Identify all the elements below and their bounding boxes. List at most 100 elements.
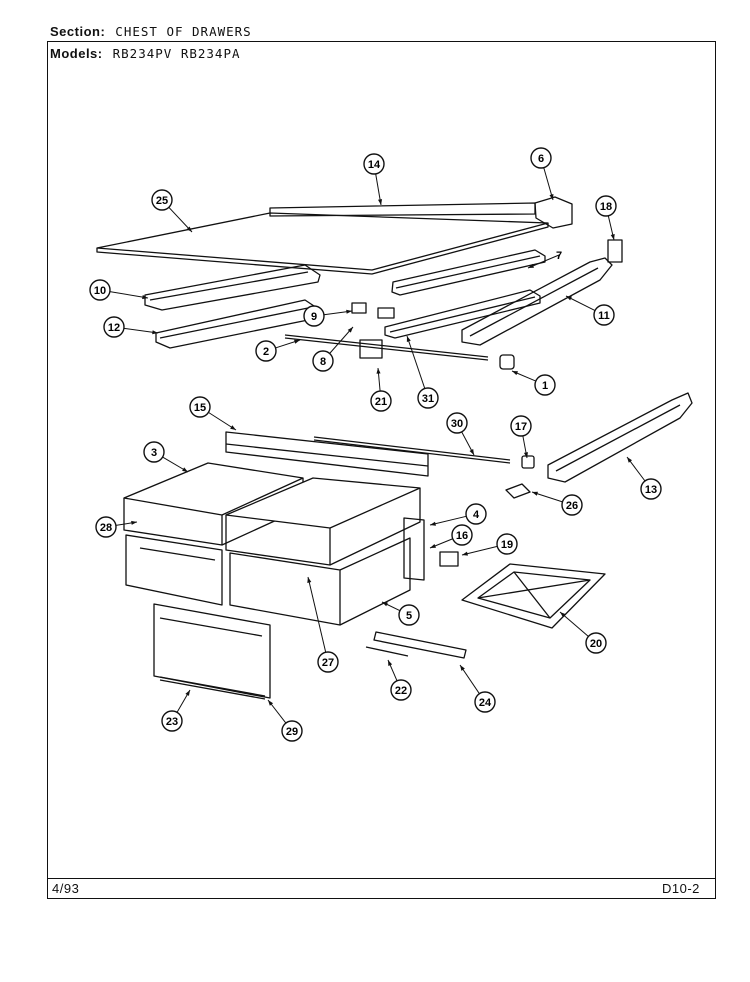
callout-16: 16 <box>429 524 473 549</box>
leader-arrowhead <box>532 491 538 496</box>
callout-23: 23 <box>161 689 191 732</box>
leader-arrowhead <box>307 577 312 583</box>
callout-number: 11 <box>598 310 610 322</box>
leader-arrowhead <box>294 339 300 344</box>
callout-number: 10 <box>94 285 106 297</box>
callout-number: 5 <box>406 610 412 622</box>
callout-1: 1 <box>511 370 556 396</box>
callout-circle <box>496 533 518 555</box>
part-corner-block <box>534 196 573 229</box>
leader-line <box>109 291 149 299</box>
callout-circle <box>510 415 532 437</box>
leader-arrowhead <box>462 551 468 556</box>
callout-5: 5 <box>381 601 420 626</box>
part-24 <box>373 631 467 659</box>
callout-circle <box>303 305 325 327</box>
callout-19: 19 <box>461 533 518 556</box>
part-block-9 <box>351 302 367 314</box>
callout-13: 13 <box>626 456 662 500</box>
part-block-21 <box>359 339 383 359</box>
callout-22: 22 <box>387 659 412 701</box>
leader-arrowhead <box>460 665 465 671</box>
section-label: Section: <box>50 24 106 39</box>
callout-6: 6 <box>530 147 554 201</box>
callout-circle <box>534 374 556 396</box>
leader-arrowhead <box>406 336 411 342</box>
callout-26: 26 <box>531 491 583 516</box>
callout-number: 29 <box>286 726 298 738</box>
part-top-cover <box>96 212 549 271</box>
callout-number: 15 <box>194 402 206 414</box>
leader-line <box>559 611 589 637</box>
part-drawer-front-29 <box>153 603 271 699</box>
callout-12: 12 <box>103 316 159 338</box>
callout-number: 25 <box>156 195 168 207</box>
leader-arrowhead <box>131 520 137 525</box>
callout-number: 28 <box>100 522 112 534</box>
callout-number: 26 <box>566 500 578 512</box>
leader-arrowhead <box>549 194 554 200</box>
part-22 <box>365 646 409 657</box>
part-rod-2 <box>284 334 489 358</box>
callout-circle <box>189 396 211 418</box>
callout-number: 3 <box>151 447 157 459</box>
part-block-8 <box>377 307 395 319</box>
callout-circle <box>143 441 165 463</box>
section-value: CHEST OF DRAWERS <box>115 24 252 39</box>
callout-number: 8 <box>320 356 326 368</box>
leader-arrowhead <box>186 226 192 232</box>
callout-number: 27 <box>322 657 334 669</box>
part-lower-right-rail <box>547 392 693 483</box>
callout-circle <box>465 503 487 525</box>
callout-10: 10 <box>89 279 149 301</box>
callout-circle <box>103 316 125 338</box>
leader-arrowhead <box>230 425 236 430</box>
part-frame-20 <box>461 563 606 629</box>
callout-29: 29 <box>267 699 303 742</box>
callout-circle <box>640 478 662 500</box>
leader-arrowhead <box>346 309 352 314</box>
callout-number: 17 <box>515 421 527 433</box>
leader-line <box>459 664 480 694</box>
callout-number: 14 <box>368 159 381 171</box>
models-heading: Models:RB234PV RB234PA <box>50 46 241 61</box>
section-heading: Section: CHEST OF DRAWERS <box>50 24 252 39</box>
callout-circle <box>151 189 173 211</box>
leader-arrowhead <box>382 602 388 607</box>
callout-circle <box>530 147 552 169</box>
diagram-frame <box>47 41 716 899</box>
callout-number: 1 <box>542 380 548 392</box>
part-right-slide-upper <box>391 249 546 296</box>
callout-15: 15 <box>189 396 237 431</box>
part-right-rail <box>461 257 613 346</box>
callout-number: 31 <box>422 393 434 405</box>
part-left-slide-upper <box>144 264 321 311</box>
callout-31: 31 <box>406 335 439 409</box>
leader-arrowhead <box>185 690 190 696</box>
callout-20: 20 <box>559 611 607 654</box>
part-lower-left-drawer <box>125 534 223 606</box>
leader-arrowhead <box>430 543 436 548</box>
leader-arrowhead <box>560 612 566 618</box>
callout-number: 7 <box>556 250 562 262</box>
leader-line <box>429 515 467 526</box>
leader-arrowhead <box>142 295 148 300</box>
callout-circle <box>474 691 496 713</box>
leader-line <box>406 335 426 389</box>
callout-circle <box>561 494 583 516</box>
leader-arrowhead <box>182 467 188 472</box>
callout-number: 20 <box>590 638 602 650</box>
callout-circle <box>595 195 617 217</box>
callout-number: 6 <box>538 153 544 165</box>
callout-17: 17 <box>510 415 532 459</box>
callout-number: 19 <box>501 539 513 551</box>
callout-number: 23 <box>166 716 178 728</box>
callout-4: 4 <box>429 503 487 526</box>
callout-number: 21 <box>375 396 387 408</box>
callout-circle <box>593 304 615 326</box>
part-19 <box>439 551 459 567</box>
callout-number: 9 <box>311 311 317 323</box>
footer-date: 4/93 <box>52 881 80 896</box>
